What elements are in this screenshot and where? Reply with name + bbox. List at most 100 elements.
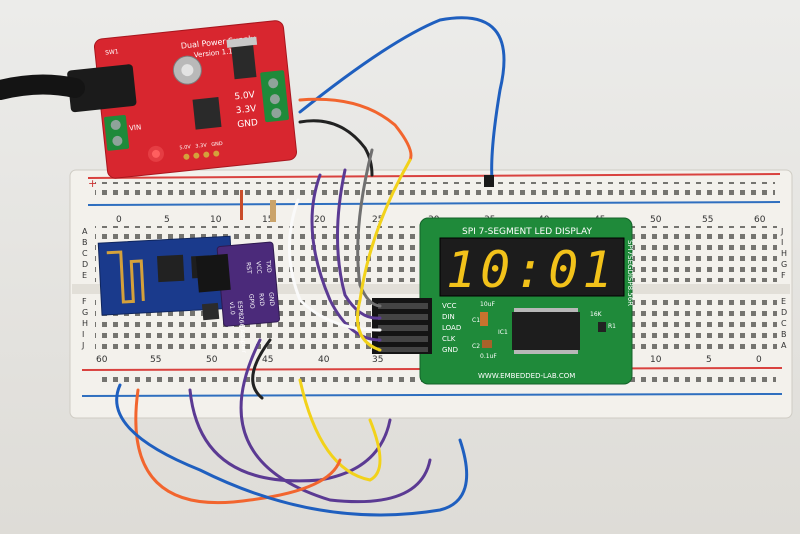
row-letters-left-bottom: F G H I J	[81, 297, 88, 350]
adapter-pin-labels: RST VCC TXD RXD GND GPIO	[244, 259, 275, 309]
svg-text:55: 55	[150, 355, 161, 365]
rail-top-red	[87, 173, 781, 179]
row-letters-left-top: A B C D E	[82, 227, 88, 280]
svg-text:60: 60	[754, 215, 766, 225]
svg-text:I: I	[781, 238, 783, 247]
svg-text:15: 15	[262, 215, 273, 225]
svg-text:0: 0	[116, 215, 122, 225]
power-sw-label: SW1	[105, 48, 119, 56]
power-header-pins	[183, 150, 220, 160]
svg-text:C1: C1	[472, 317, 480, 324]
esp-chip	[157, 254, 185, 283]
svg-text:10uF: 10uF	[480, 301, 495, 308]
svg-text:55: 55	[702, 215, 713, 225]
svg-text:GPIO: GPIO	[247, 294, 255, 310]
svg-text:D: D	[781, 308, 787, 317]
svg-text:GND: GND	[211, 141, 223, 148]
adapter-header	[195, 253, 231, 293]
svg-text:25: 25	[372, 215, 383, 225]
row-letters-right-bottom: E D C B A	[781, 297, 787, 350]
svg-text:G: G	[781, 260, 787, 269]
svg-text:TXD: TXD	[264, 259, 272, 273]
pcb-antenna	[106, 250, 145, 304]
dc-cable	[0, 74, 85, 100]
svg-text:H: H	[781, 249, 787, 258]
svg-text:D: D	[82, 260, 88, 269]
power-supply-board: Dual Power Supply Version 1.1 SW1 VIN 5.…	[67, 20, 297, 179]
rail-minus-label: −	[88, 199, 97, 212]
svg-text:IC1: IC1	[498, 329, 508, 336]
svg-text:10: 10	[650, 355, 662, 365]
adapter-title: ESP8266 Adapter	[236, 301, 248, 354]
svg-text:10: 10	[210, 215, 222, 225]
svg-text:RST: RST	[244, 262, 252, 275]
wire-gray	[356, 148, 382, 308]
wire-blue-low	[115, 383, 469, 517]
svg-text:RXD: RXD	[257, 293, 265, 307]
svg-text:5.0V: 5.0V	[179, 144, 192, 151]
adapter-regulator	[201, 302, 220, 321]
vin-label: VIN	[129, 123, 142, 132]
svg-text:35: 35	[372, 355, 383, 365]
jumper-wires	[115, 16, 506, 517]
power-led	[151, 149, 160, 158]
rail-bottom-blue	[81, 393, 783, 397]
wire-yellow-low	[298, 378, 382, 482]
svg-text:B: B	[82, 238, 88, 247]
capacitor-c1	[480, 312, 488, 326]
out-5v-label: 5.0V	[234, 90, 256, 102]
wire-purple-low2	[188, 388, 392, 483]
wire-yellow	[356, 158, 412, 352]
svg-text:C: C	[781, 319, 787, 328]
resistor-top	[270, 200, 276, 222]
svg-text:0.1uF: 0.1uF	[480, 353, 497, 360]
jumper-red	[240, 190, 243, 220]
svg-text:5: 5	[706, 355, 712, 365]
svg-text:CLK: CLK	[442, 335, 456, 343]
row-letters-right-top: J I H G F	[780, 227, 787, 280]
ic-legs	[514, 308, 578, 354]
wire-blue-top	[298, 16, 506, 182]
svg-text:GND: GND	[442, 346, 458, 354]
regulator-bottom	[192, 97, 222, 130]
svg-text:F: F	[781, 271, 786, 280]
svg-text:G: G	[82, 308, 88, 317]
wire-white	[287, 198, 382, 332]
display-board: SPI 7-SEGMENT LED DISPLAY 10:01 SPI7SEGD…	[372, 217, 634, 385]
svg-text:A: A	[82, 227, 88, 236]
vin-terminal	[104, 115, 130, 151]
svg-text:50: 50	[650, 215, 662, 225]
svg-text:C2: C2	[472, 343, 480, 350]
svg-text:C: C	[82, 249, 88, 258]
dc-jack	[67, 64, 137, 113]
rail-plus-label: +	[88, 177, 97, 190]
svg-text:50: 50	[206, 355, 218, 365]
out-gnd-label: GND	[237, 118, 259, 130]
svg-text:LOAD: LOAD	[442, 324, 461, 332]
svg-text:B: B	[781, 330, 787, 339]
display-side-label: SPI7SEGDISP8.56R	[626, 240, 634, 306]
svg-text:DIN: DIN	[442, 313, 455, 321]
svg-text:GND: GND	[267, 292, 275, 307]
rail-top-blue	[87, 201, 781, 206]
svg-text:A: A	[781, 341, 787, 350]
wire-black-top	[298, 119, 374, 177]
svg-text:40: 40	[318, 355, 330, 365]
svg-text:45: 45	[262, 355, 273, 365]
regulator-top	[230, 41, 257, 80]
led-module	[439, 237, 625, 297]
svg-text:E: E	[82, 271, 87, 280]
capacitor-c2	[482, 340, 492, 348]
svg-text:5: 5	[164, 215, 170, 225]
svg-text:J: J	[81, 341, 84, 350]
svg-text:H: H	[82, 319, 88, 328]
out-3v3-label: 3.3V	[235, 104, 257, 116]
wire-purple-2	[336, 168, 382, 320]
wire-purple-low	[239, 338, 432, 504]
esp-adapter-board: ESP8266 Adapter v1.0 RST VCC TXD RXD GND…	[195, 241, 280, 354]
svg-text:16K: 16K	[590, 311, 603, 318]
resistor-r1	[598, 322, 606, 332]
wire-orange-low	[134, 388, 342, 505]
svg-text:0: 0	[756, 355, 762, 365]
